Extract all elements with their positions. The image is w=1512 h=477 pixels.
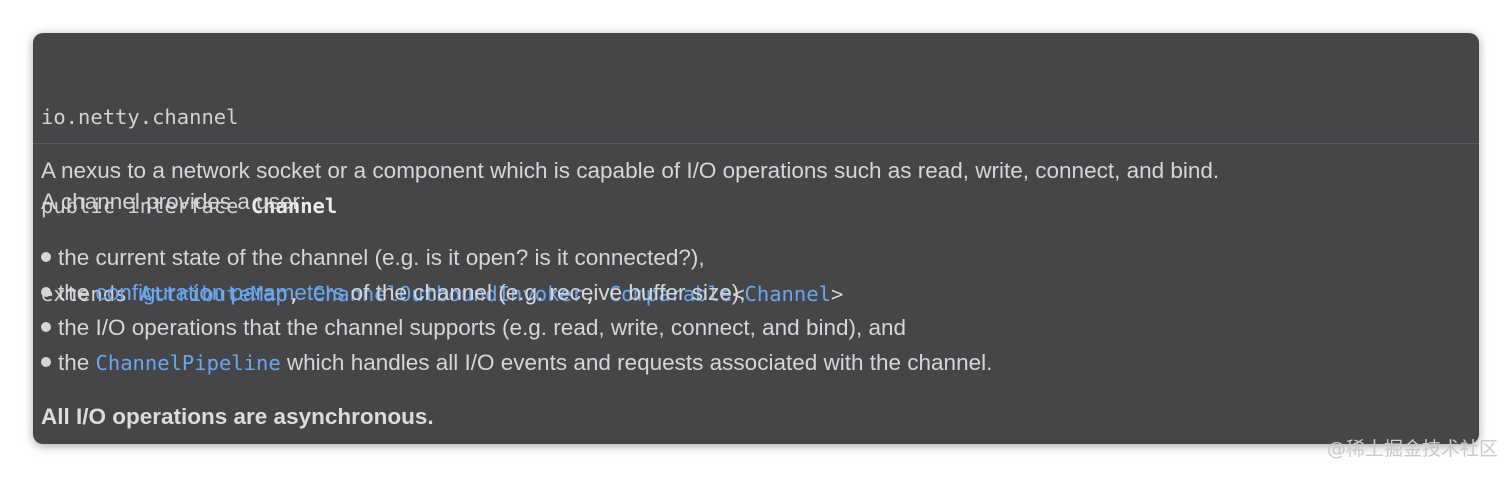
summary-text: All I/O operations are asynchronous. <box>41 404 434 429</box>
link-comparable[interactable]: Comparable <box>608 282 733 306</box>
list-item-text: of the channel (e.g. receive buffer size… <box>344 280 746 305</box>
signature-block: io.netty.channel public interface Channe… <box>41 44 843 369</box>
list-item: the I/O operations that the channel supp… <box>41 310 1466 345</box>
extends-line: extends AttributeMap, ChannelOutboundInv… <box>41 280 843 310</box>
extends-separator: , <box>287 282 313 306</box>
list-item-text: the <box>58 280 96 305</box>
description-line: A nexus to a network socket or a compone… <box>41 158 1220 183</box>
bullet-icon <box>41 357 51 367</box>
declaration-prefix: public interface <box>41 193 251 218</box>
bullet-icon <box>41 322 51 332</box>
list-item-text: the I/O operations that the channel supp… <box>58 315 907 340</box>
link-attributemap[interactable]: AttributeMap <box>139 282 288 306</box>
bullet-icon <box>41 252 51 262</box>
link-channel[interactable]: Channel <box>744 282 831 306</box>
divider <box>33 143 1479 144</box>
bullet-icon <box>41 287 51 297</box>
interface-name: Channel <box>250 193 338 218</box>
description-line: A channel provides a user: <box>41 189 307 214</box>
link-channeloutboundinvoker[interactable]: ChannelOutboundInvoker <box>312 282 585 306</box>
capabilities-list: the current state of the channel (e.g. i… <box>41 240 1466 381</box>
watermark: @稀土掘金技术社区 <box>1326 438 1498 460</box>
list-item: the configuration parameters of the chan… <box>41 275 1466 310</box>
list-item: the current state of the channel (e.g. i… <box>41 240 1466 275</box>
list-item: the ChannelPipeline which handles all I/… <box>41 345 1466 381</box>
extends-separator: , <box>584 282 609 306</box>
documentation-popup: io.netty.channel public interface Channe… <box>33 33 1479 444</box>
list-item-text: which handles all I/O events and request… <box>280 350 993 375</box>
description: A nexus to a network socket or a compone… <box>41 155 1466 217</box>
declaration-line: public interface Channel <box>41 192 843 222</box>
link-configuration-parameters[interactable]: configuration parameters <box>95 280 345 305</box>
list-item-text: the current state of the channel (e.g. i… <box>58 245 705 270</box>
extends-keyword: extends <box>41 282 140 306</box>
generic-close: > <box>830 282 844 306</box>
link-channelpipeline[interactable]: ChannelPipeline <box>95 351 281 375</box>
list-item-text: the <box>58 350 96 375</box>
generic-open: < <box>732 282 745 306</box>
package-name: io.netty.channel <box>41 105 239 129</box>
